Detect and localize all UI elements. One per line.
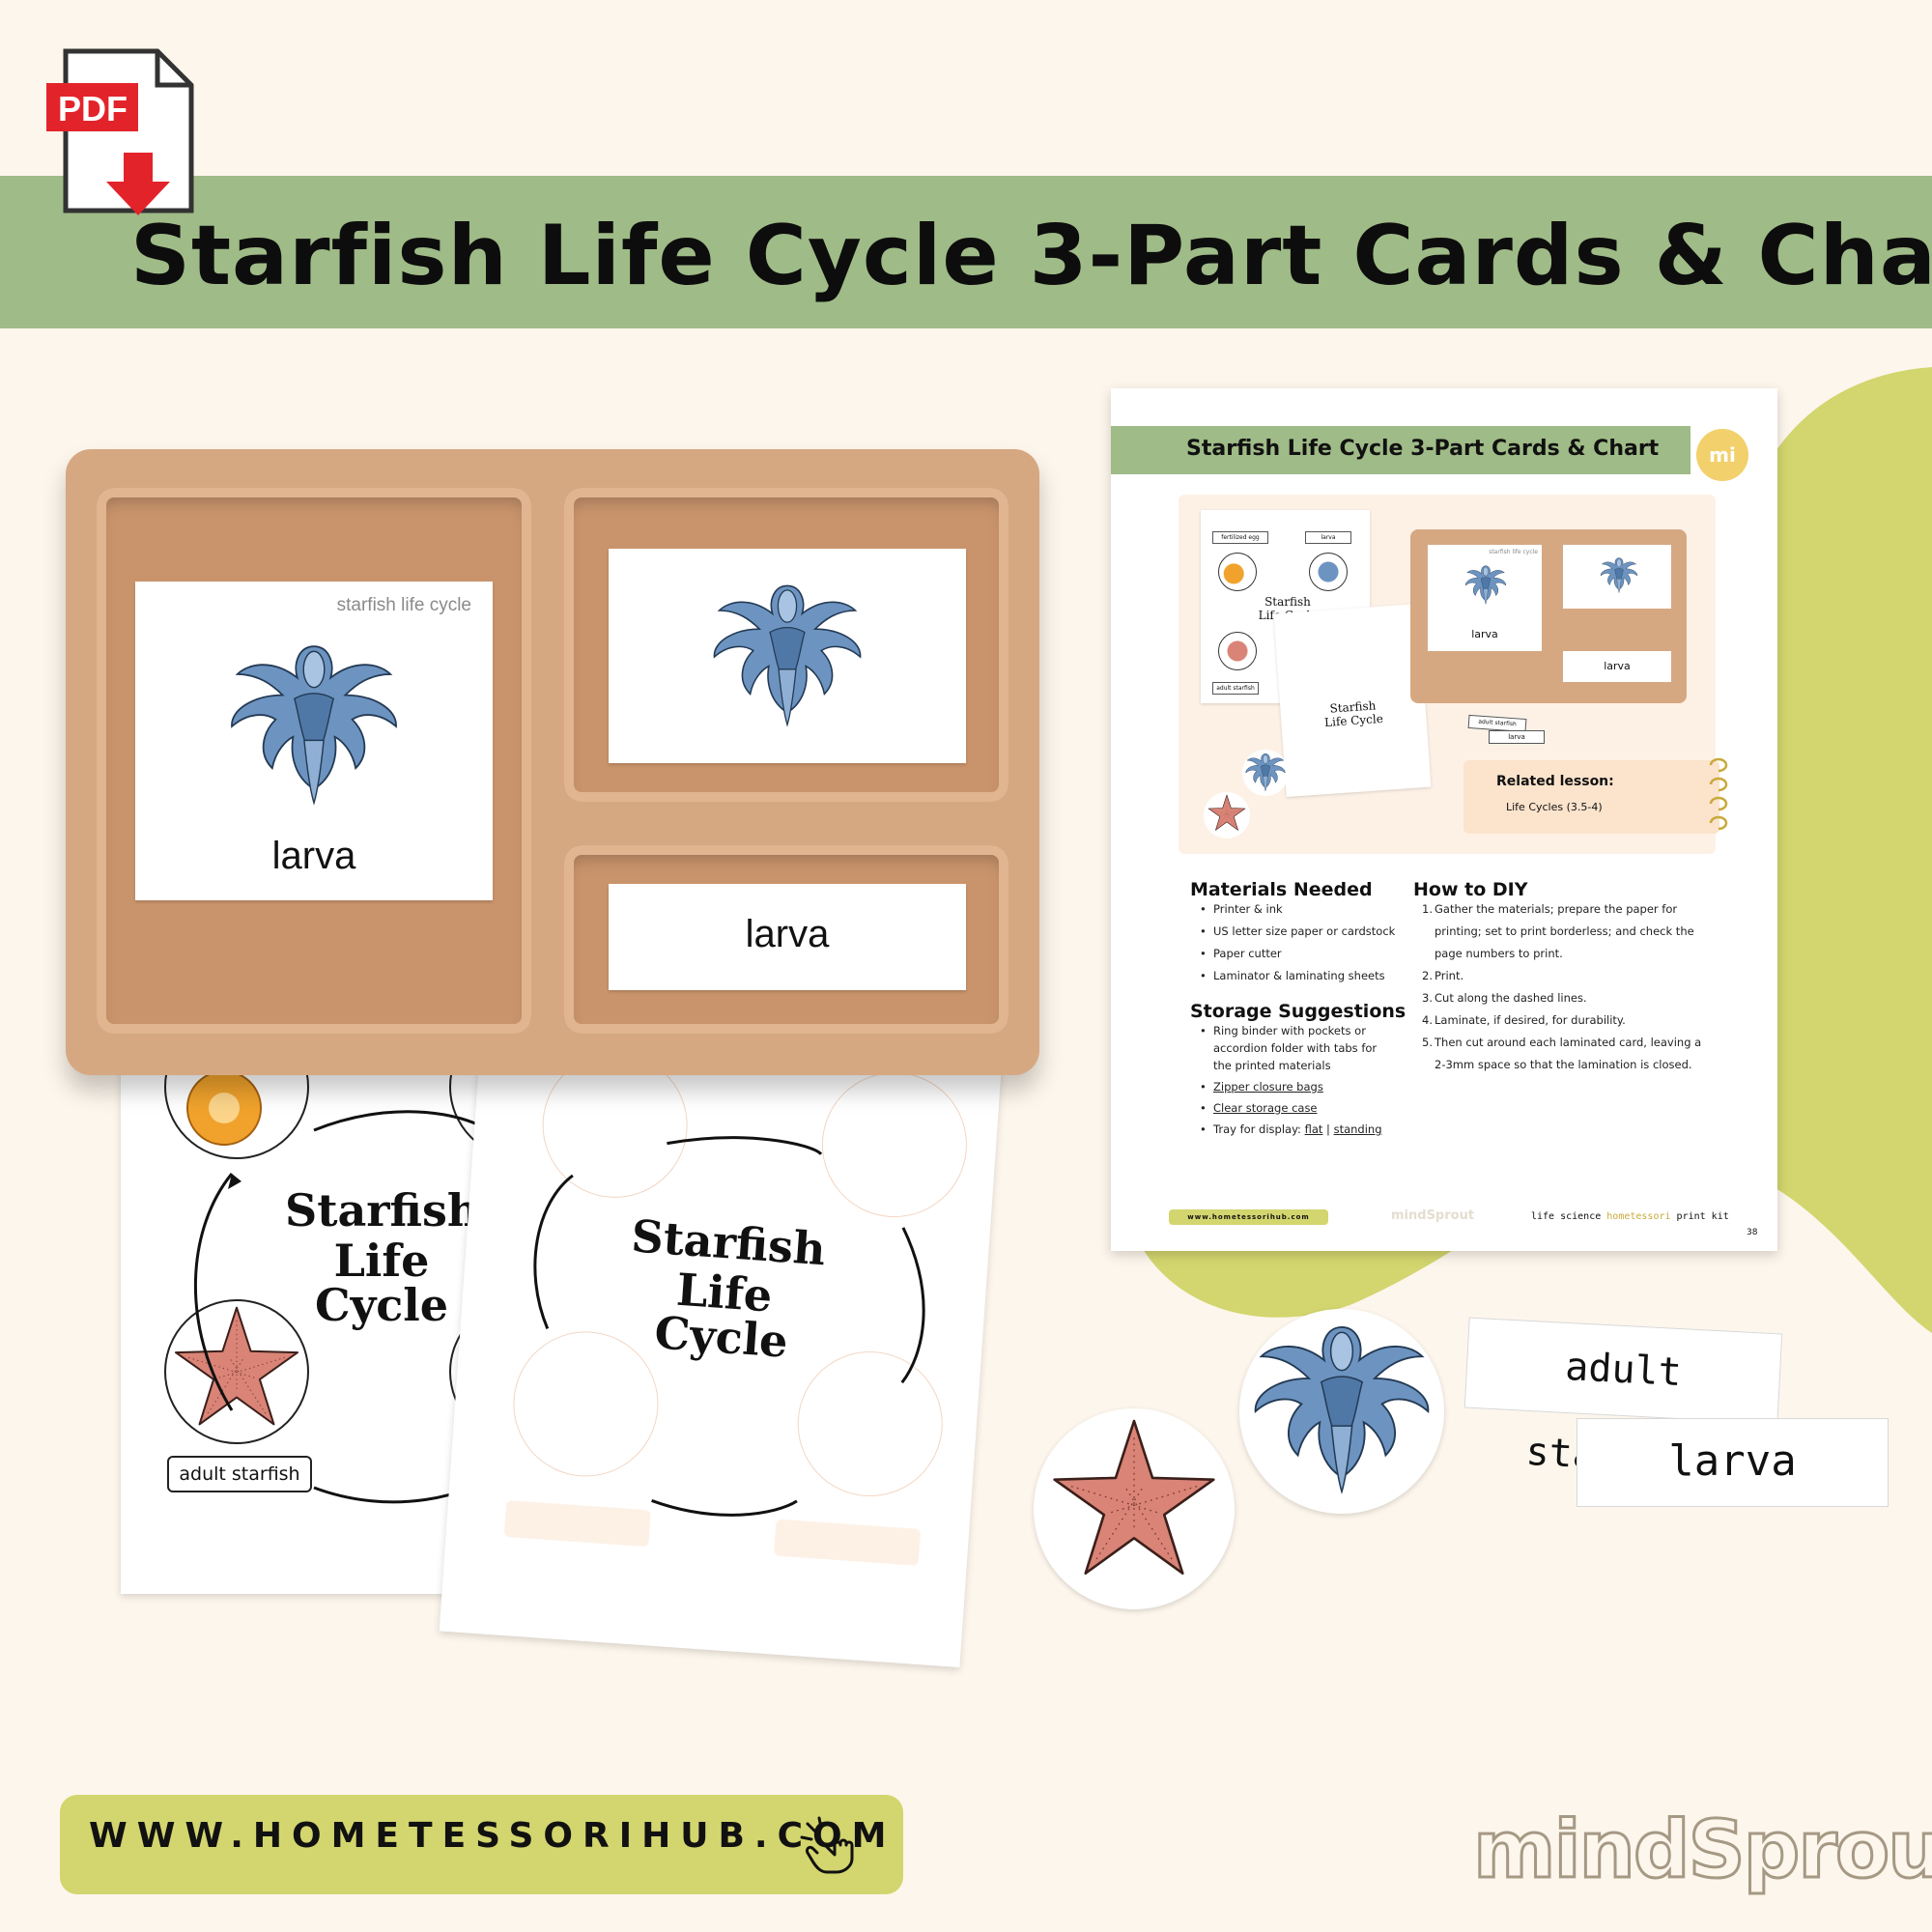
howto-heading: How to DIY <box>1413 879 1528 900</box>
instruction-page-title: Starfish Life Cycle 3-Part Cards & Chart <box>1186 437 1660 461</box>
materials-item: Paper cutter <box>1196 943 1395 965</box>
storage-item-link[interactable]: •Clear storage case <box>1200 1101 1318 1115</box>
storage-item-cont: accordion folder with tabs for <box>1213 1041 1378 1055</box>
howto-step-cont: 2-3mm space so that the lamination is cl… <box>1435 1058 1692 1071</box>
mini-picture-card <box>1563 545 1671 609</box>
instruction-page-header-band <box>1111 426 1690 474</box>
label-card[interactable]: larva <box>609 884 966 990</box>
control-card-corner-label: starfish life cycle <box>336 595 471 615</box>
mini-control-card-word: larva <box>1471 628 1498 640</box>
storage-heading: Storage Suggestions <box>1190 1001 1406 1022</box>
ring-binder-icon <box>1709 757 1728 831</box>
pointer-hand-icon <box>800 1816 854 1874</box>
pdf-download-icon[interactable]: PDF <box>46 46 201 215</box>
website-url[interactable]: WWW.HOMETESSORIHUB.COM <box>89 1816 896 1856</box>
mini-label-card: larva <box>1563 651 1671 682</box>
related-lesson-box: Related lesson: Life Cycles (3.5-4) <box>1463 760 1719 834</box>
materials-item: Printer & ink <box>1196 898 1395 921</box>
howto-step: 5.Then cut around each laminated card, l… <box>1422 1036 1702 1049</box>
materials-heading: Materials Needed <box>1190 879 1373 900</box>
materials-list: Printer & ink US letter size paper or ca… <box>1196 898 1395 987</box>
label-card-word: larva <box>745 913 830 955</box>
mini-egg-circle <box>1218 553 1257 591</box>
brand-badge-icon: mi <box>1696 429 1748 481</box>
materials-item: Laminator & laminating sheets <box>1196 965 1395 987</box>
larva-round-card[interactable] <box>1239 1309 1444 1514</box>
storage-item: •Tray for display: flat | standing <box>1200 1122 1382 1136</box>
mini-control-card: starfish life cycle larva <box>1428 545 1542 651</box>
chart-sheet-blank: Starfish Life Cycle <box>439 1005 1004 1668</box>
mini-strip-2: larva <box>1489 730 1545 744</box>
howto-step-cont: printing; set to print borderless; and c… <box>1435 924 1694 938</box>
larva-icon <box>713 584 862 726</box>
mindsprout-logo: mindSprout <box>1472 1804 1932 1898</box>
website-link-pill[interactable] <box>60 1795 903 1894</box>
mini-tray: starfish life cycle larva larva <box>1410 529 1687 703</box>
mini-chart-title-line1: Starfish <box>1264 595 1311 609</box>
blank-chart-title-line2: Life Cycle <box>652 1263 790 1368</box>
mini-larva-icon <box>1464 565 1507 605</box>
adult-starfish-strip[interactable]: adult starfish <box>1463 1317 1783 1484</box>
title-banner <box>0 176 1932 328</box>
starfish-round-card[interactable] <box>1034 1408 1235 1609</box>
mini-larva-icon <box>1600 557 1638 593</box>
larva-icon <box>231 645 397 805</box>
mini-star-circle <box>1218 632 1257 670</box>
blank-chart-title-line1: Starfish <box>629 1209 828 1276</box>
howto-step: 4.Laminate, if desired, for durability. <box>1422 1013 1626 1027</box>
mini-tag-egg: fertilized egg <box>1212 531 1268 544</box>
standing-link[interactable]: standing <box>1333 1122 1382 1136</box>
storage-item: •Ring binder with pockets or <box>1200 1024 1366 1037</box>
mini-blank-chart: Starfish Life Cycle <box>1273 603 1432 798</box>
doc-footer-site[interactable]: www.hometessorihub.com <box>1169 1209 1328 1225</box>
chart-title-line1: Starfish <box>285 1184 480 1236</box>
blank-cycle-arrows <box>533 1136 925 1517</box>
mini-round-star <box>1204 792 1250 838</box>
related-lesson-heading: Related lesson: <box>1496 774 1614 789</box>
doc-footer-kit: life science hometessori print kit <box>1531 1211 1729 1222</box>
flat-link[interactable]: flat <box>1304 1122 1323 1136</box>
adult-starfish-label: adult starfish <box>167 1456 312 1492</box>
doc-page-number: 38 <box>1747 1228 1758 1237</box>
howto-step-cont: page numbers to print. <box>1435 947 1563 960</box>
howto-list: 1.Gather the materials; prepare the pape… <box>1420 898 1701 1076</box>
picture-card[interactable] <box>609 549 966 763</box>
howto-step: 3.Cut along the dashed lines. <box>1422 991 1587 1005</box>
control-card-word: larva <box>271 835 356 877</box>
mini-round-larva <box>1242 750 1289 796</box>
control-card[interactable]: starfish life cycle larva <box>135 582 493 900</box>
related-lesson-text: Life Cycles (3.5-4) <box>1506 801 1603 813</box>
howto-step: 2.Print. <box>1422 969 1464 982</box>
wooden-tray: starfish life cycle larva larva <box>66 449 1039 1075</box>
larva-strip[interactable]: larva <box>1577 1418 1889 1507</box>
doc-footer-brand: mindSprout <box>1391 1208 1475 1223</box>
storage-item-cont: the printed materials <box>1213 1059 1331 1072</box>
chart-title-line2: Life Cycle <box>314 1235 449 1331</box>
mini-control-card-corner-label: starfish life cycle <box>1489 549 1538 555</box>
adult-starfish-circle <box>164 1299 309 1444</box>
page-title: Starfish Life Cycle 3-Part Cards & Chart <box>130 208 1932 304</box>
pdf-badge: PDF <box>58 89 128 128</box>
storage-item-link[interactable]: •Zipper closure bags <box>1200 1080 1323 1094</box>
mini-tag-adult: adult starfish <box>1212 682 1259 695</box>
howto-step: 1.Gather the materials; prepare the pape… <box>1422 902 1678 916</box>
storage-list: •Ring binder with pockets or accordion f… <box>1196 1022 1382 1138</box>
mini-larva-circle <box>1309 553 1348 591</box>
materials-item: US letter size paper or cardstock <box>1196 921 1395 943</box>
mini-tag-larva: larva <box>1305 531 1351 544</box>
